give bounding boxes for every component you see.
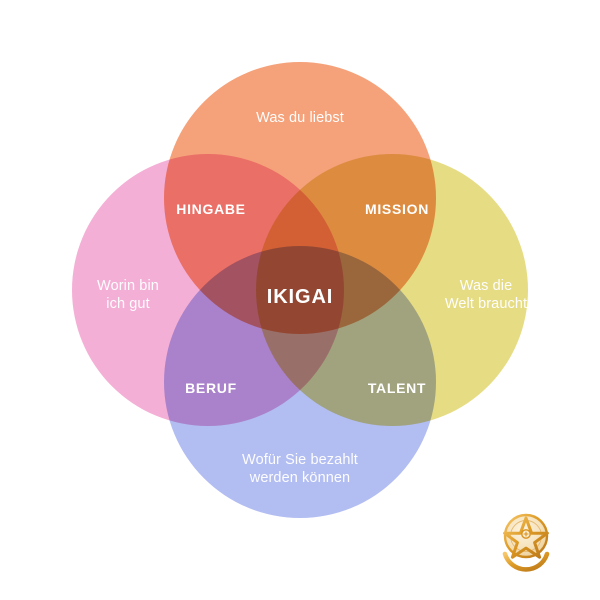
venn-circle-paid-for[interactable] [164,246,436,518]
pentagram-star-logo [492,506,560,574]
